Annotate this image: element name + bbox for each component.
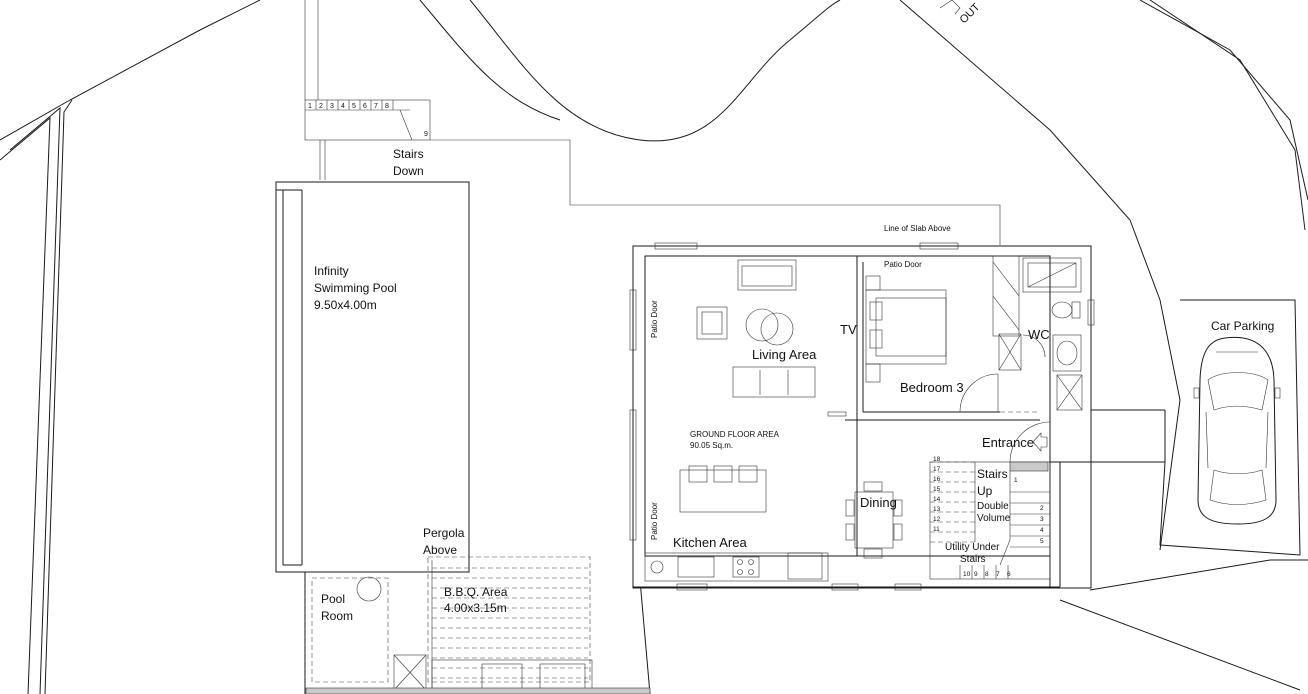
double-volume-label-1: Double bbox=[977, 501, 1009, 512]
bedroom-label: Bedroom 3 bbox=[900, 380, 964, 395]
stair-number: 1 bbox=[308, 103, 312, 110]
stair-number: 16 bbox=[933, 476, 941, 483]
pool-label-2: Swimming Pool bbox=[314, 281, 397, 295]
infinity-pool bbox=[275, 181, 470, 694]
pergola-label-2: Above bbox=[423, 543, 457, 557]
house-walls bbox=[629, 242, 1166, 591]
stair-number: 5 bbox=[352, 103, 356, 110]
stair-number: 4 bbox=[1040, 527, 1044, 534]
patio-door-top-label: Patio Door bbox=[884, 260, 922, 269]
stairs-up-label-2: Up bbox=[977, 484, 993, 498]
stair-number: 6 bbox=[1007, 571, 1011, 578]
dining-label: Dining bbox=[860, 495, 897, 510]
double-volume-label-2: Volume bbox=[977, 513, 1011, 524]
stair-number: 8 bbox=[985, 571, 989, 578]
stair-number: 2 bbox=[319, 103, 323, 110]
entrance-arrow-icon bbox=[1009, 421, 1051, 463]
entrance-label: Entrance bbox=[982, 435, 1034, 450]
pergola-label-1: Pergola bbox=[423, 526, 465, 540]
stair-number: 18 bbox=[933, 456, 941, 463]
stairs-up-label-1: Stairs bbox=[977, 467, 1008, 481]
kitchen-counter bbox=[644, 552, 829, 582]
ground-area-label-2: 90.05 Sq.m. bbox=[690, 441, 733, 450]
bedroom-furniture bbox=[865, 255, 1020, 413]
stair-number: 7 bbox=[374, 103, 378, 110]
out-label: OUT bbox=[958, 1, 983, 26]
car-icon bbox=[1193, 336, 1281, 525]
stair-number: 11 bbox=[933, 526, 940, 533]
stair-number: 1 bbox=[1014, 477, 1018, 484]
dining-table bbox=[845, 481, 903, 559]
kitchen-island bbox=[679, 465, 767, 513]
stair-turn bbox=[999, 471, 1011, 566]
stair-number: 3 bbox=[330, 103, 334, 110]
stairs-down-label-2: Down bbox=[393, 164, 424, 178]
kitchen-label: Kitchen Area bbox=[673, 535, 747, 550]
living-furniture bbox=[696, 259, 847, 417]
bbq-pergola bbox=[305, 556, 651, 694]
slab-label: Line of Slab Above bbox=[884, 224, 951, 233]
patio-door-left-label-2: Patio Door bbox=[650, 502, 659, 540]
stair-number: 9 bbox=[424, 131, 428, 138]
utility-label-2: Stairs bbox=[960, 554, 986, 565]
stair-number: 7 bbox=[996, 571, 1000, 578]
wc-fixtures bbox=[998, 257, 1083, 411]
driveway-curve bbox=[469, 0, 841, 142]
car-parking bbox=[1159, 299, 1301, 556]
stair-number: 10 bbox=[963, 571, 971, 578]
stair-number: 17 bbox=[933, 466, 941, 473]
stair-number: 4 bbox=[341, 103, 345, 110]
patio-door-left-label: Patio Door bbox=[650, 300, 659, 338]
stair-number: 2 bbox=[1040, 505, 1044, 512]
utility-label-1: Utility Under bbox=[945, 542, 1000, 553]
living-label: Living Area bbox=[752, 347, 817, 362]
main-stairs bbox=[929, 461, 1051, 580]
wc-label: WC bbox=[1028, 327, 1050, 342]
pool-label-1: Infinity bbox=[314, 264, 349, 278]
pool-room-label-1: Pool bbox=[321, 592, 345, 606]
pool-label-3: 9.50x4.00m bbox=[314, 298, 377, 312]
top-stairs bbox=[304, 0, 1001, 245]
ground-area-label-1: GROUND FLOOR AREA bbox=[690, 430, 780, 439]
out-arrow-icon bbox=[939, 0, 961, 15]
stair-number: 3 bbox=[1040, 516, 1044, 523]
pool-room-label-2: Room bbox=[321, 609, 353, 623]
stair-number: 13 bbox=[933, 506, 941, 513]
pool-room bbox=[311, 560, 433, 694]
stair-number: 5 bbox=[1040, 538, 1044, 545]
tv-label: TV bbox=[840, 322, 857, 337]
stair-number: 15 bbox=[933, 486, 941, 493]
car-parking-label: Car Parking bbox=[1211, 319, 1274, 333]
bbq-label-2: 4.00x3.15m bbox=[444, 601, 507, 615]
stairs-down-label: Stairs bbox=[393, 147, 424, 161]
stair-number: 6 bbox=[363, 103, 367, 110]
bbq-label-1: B.B.Q. Area bbox=[444, 585, 508, 599]
stair-number: 12 bbox=[933, 516, 941, 523]
stair-number: 9 bbox=[974, 571, 978, 578]
stair-number: 8 bbox=[385, 103, 389, 110]
stair-number: 14 bbox=[933, 496, 941, 503]
